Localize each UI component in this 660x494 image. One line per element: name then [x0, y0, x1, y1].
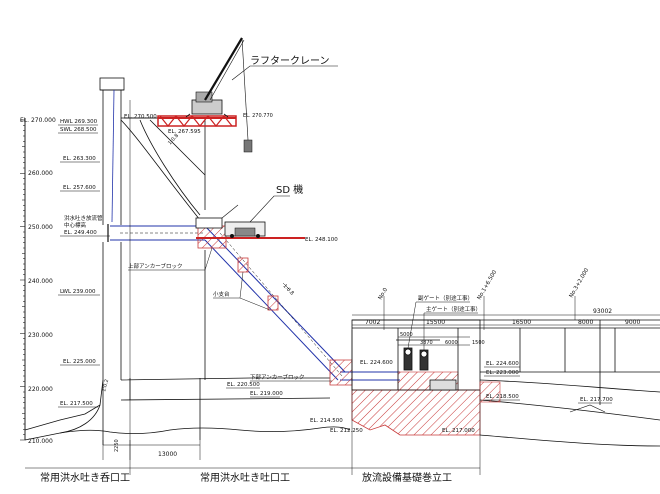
dam-slope-label: 1:0.2	[101, 379, 110, 393]
el-263-label: EL. 263.300	[63, 156, 96, 162]
axis-label-220: 220.000	[28, 386, 53, 393]
middle-level-labels: EL. 220.500 EL. 219.000 EL. 214.500 EL. …	[226, 382, 363, 434]
el-224-600-right-label: EL. 224.600	[486, 361, 519, 367]
sub-gate-label: 副ゲート（別途工事）	[418, 294, 473, 302]
axis-label-240: 240.000	[28, 278, 53, 285]
dim-16500: 16500	[512, 319, 531, 326]
dim-93002: 93002	[593, 308, 612, 315]
el-219-label: EL. 219.000	[250, 391, 283, 397]
el-270-500-label: EL. 270.500	[124, 114, 157, 120]
el-249-label: EL. 249.400	[64, 230, 97, 236]
left-level-labels: HWL 269.300 SWL 268.500 EL. 263.300 EL. …	[58, 119, 110, 408]
anchor-blocks	[197, 225, 481, 436]
station-no1: No.1+6.500	[477, 269, 499, 301]
el-267-label: EL. 267.595	[168, 129, 201, 135]
axis-ticks	[20, 119, 25, 441]
el-248-label: EL. 248.100	[305, 237, 338, 243]
axis-label-230: 230.000	[28, 332, 53, 339]
sd-machine-label: SD 機	[276, 183, 303, 196]
section-titles: 常用洪水吐き呑口工 常用洪水吐き吐口工 放流設備基礎巻立工	[25, 100, 481, 484]
intake-center-label-1: 洪水吐き放流管	[64, 214, 103, 222]
el-217-700-label: EL. 217.700	[580, 397, 613, 403]
dim-3870: 3870	[420, 340, 433, 346]
component-labels: 上部アンカーブロック 小支台 下部アンカーブロック	[128, 247, 332, 382]
dim-8000: 8000	[578, 319, 593, 326]
right-level-labels: EL. 224.600 EL. 224.600 EL. 223.000 EL. …	[360, 360, 613, 434]
el-223-label: EL. 223.000	[486, 370, 519, 376]
dim-6000: 6000	[445, 340, 458, 346]
section-title-intake: 常用洪水吐き呑口工	[40, 471, 130, 484]
el-220-label: EL. 220.500	[227, 382, 260, 388]
crane-label: ラフタークレーン	[250, 55, 330, 67]
el-270-770-label: EL. 270.770	[243, 113, 273, 119]
el-224-label: EL. 224.600	[360, 360, 393, 366]
el-225-label: EL. 225.000	[63, 359, 96, 365]
section-title-outlet: 常用洪水吐き吐口工	[200, 471, 290, 484]
axis-label-260: 260.000	[28, 170, 53, 177]
small-support-label: 小支台	[213, 290, 230, 298]
lwl-label: LWL 239.000	[60, 289, 96, 295]
section-title-foundation: 放流設備基礎巻立工	[362, 471, 452, 484]
axis-label-250: 250.000	[28, 224, 53, 231]
lower-anchor-block	[329, 359, 353, 386]
el-217-label: EL. 217.500	[60, 401, 93, 407]
small-support-2	[267, 295, 279, 311]
swl-label: SWL 268.500	[60, 127, 97, 133]
pipe-slope-label: 1:0.8	[282, 283, 295, 296]
dim-2250: 2250	[114, 439, 120, 452]
dim-9000: 9000	[625, 319, 640, 326]
dimensions: 93002 7002 15500 16500 8000 9000 5000 38…	[102, 308, 660, 460]
sd-machine: SD 機 EL. 248.100	[195, 183, 338, 243]
axis-label-270: EL. 270.000	[20, 117, 56, 124]
el-217-000-label: EL. 217.000	[442, 428, 475, 434]
rafter-crane: ラフタークレーン EL. 270.500 EL. 270.770 EL. 267…	[124, 37, 338, 153]
station-labels: No.0 No.1+6.500 No.3+2.000	[378, 267, 591, 330]
el-257-label: EL. 257.600	[63, 185, 96, 191]
el-218-label: EL. 218.500	[486, 394, 519, 400]
el-214-label: EL. 214.500	[310, 418, 343, 424]
dim-5000: 5000	[400, 332, 413, 338]
elevation-axis: EL. 270.000 260.000 250.000 240.000 230.…	[20, 117, 56, 445]
discharge-pipe	[107, 224, 400, 381]
el-212-label: EL. 212.250	[330, 428, 363, 434]
hwl-label: HWL 269.300	[60, 119, 98, 125]
lower-anchor-label: 下部アンカーブロック	[250, 373, 304, 381]
upper-anchor-label: 上部アンカーブロック	[128, 262, 182, 270]
station-no0: No.0	[378, 287, 390, 301]
main-gate-label: 主ゲート（別途工事）	[426, 305, 481, 313]
dim-7002: 7002	[365, 319, 380, 326]
small-support-1	[237, 257, 249, 273]
gate-labels: 副ゲート（別途工事） 主ゲート（別途工事）	[407, 294, 481, 350]
dim-1500: 1500	[472, 340, 485, 346]
valve-house	[351, 319, 660, 447]
intake-center-label-2: 中心標高	[64, 221, 87, 229]
axis-label-210: 210.000	[28, 438, 53, 445]
dim-13000: 13000	[158, 451, 177, 458]
dim-15500: 15500	[426, 319, 445, 326]
intake-tower	[24, 77, 351, 445]
station-no3: No.3+2.000	[569, 267, 591, 299]
